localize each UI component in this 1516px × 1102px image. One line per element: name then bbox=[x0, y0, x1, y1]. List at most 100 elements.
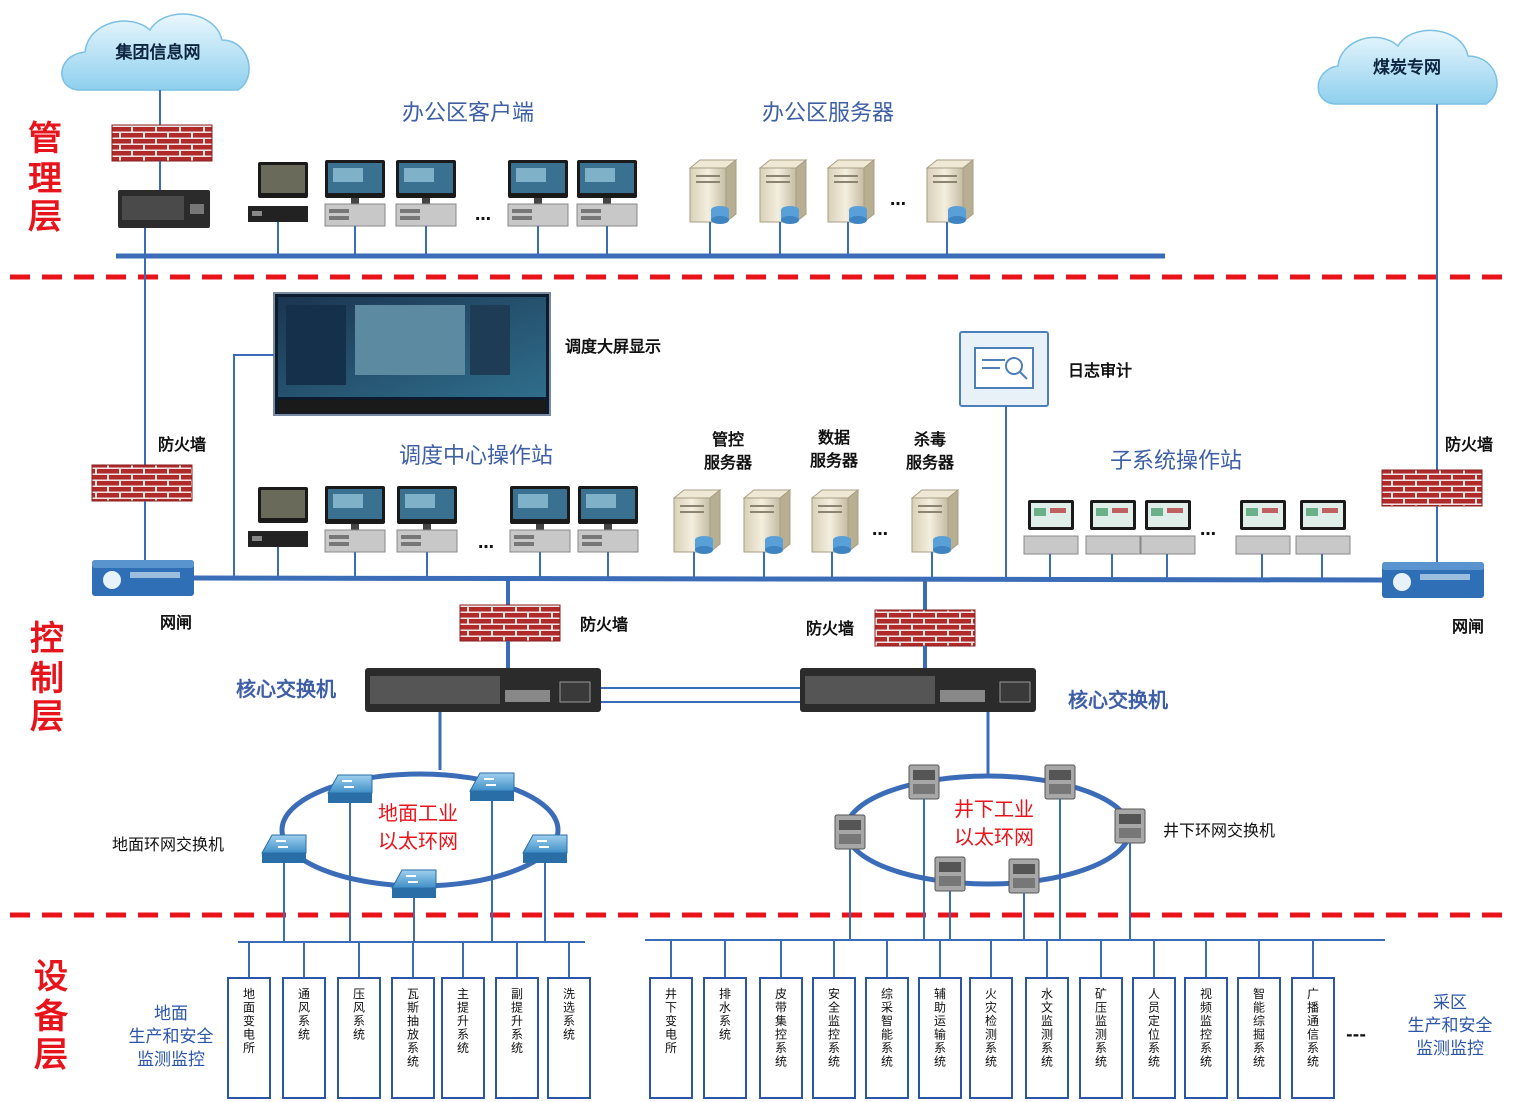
dispatch-station-group bbox=[248, 486, 639, 580]
gateway-label-left: 网闸 bbox=[160, 613, 192, 632]
ring-switch-icon bbox=[522, 834, 568, 863]
office-server-tower bbox=[758, 158, 808, 256]
system-name-char: 位 bbox=[1148, 1027, 1160, 1042]
system-name-char: 变 bbox=[243, 1013, 255, 1028]
system-name-char: 统 bbox=[1307, 1055, 1319, 1069]
system-name-char: 控 bbox=[775, 1028, 787, 1042]
system-name-char: 系 bbox=[775, 1041, 787, 1055]
dispatch-workstation bbox=[324, 486, 386, 580]
system-name-char: 升 bbox=[457, 1014, 469, 1028]
cloud-group-network: 集团信息网 bbox=[61, 13, 250, 91]
system-name-char: 采 bbox=[881, 1001, 893, 1015]
system-name-char: 统 bbox=[353, 1028, 365, 1042]
office-server-tower bbox=[688, 158, 738, 256]
system-name-char: 系 bbox=[457, 1028, 469, 1042]
system-name-char: 矿 bbox=[1095, 987, 1107, 1001]
dispatch-workstation bbox=[509, 486, 571, 580]
firewall-label-right: 防火墙 bbox=[1445, 435, 1493, 454]
system-name-char: 升 bbox=[511, 1014, 523, 1028]
system-name-char: 测 bbox=[1041, 1028, 1053, 1042]
system-name-char: 统 bbox=[298, 1028, 310, 1042]
router-icon bbox=[118, 190, 210, 228]
log-audit-icon bbox=[959, 331, 1049, 407]
system-name-char: 系 bbox=[407, 1041, 419, 1055]
system-name-char: 系 bbox=[298, 1014, 310, 1028]
dispatch-workstation bbox=[396, 486, 458, 580]
layer-char: 控 bbox=[30, 619, 64, 659]
system-name-char: 所 bbox=[665, 1041, 677, 1055]
gateway-label-right: 网闸 bbox=[1452, 617, 1484, 636]
control-server-tower bbox=[672, 488, 722, 580]
server-label: 杀毒 bbox=[914, 430, 946, 449]
system-name-char: 智 bbox=[881, 1013, 893, 1028]
system-name-char: 全 bbox=[828, 1000, 840, 1015]
system-name-char: 地 bbox=[243, 987, 255, 1001]
surface-monitoring-line: 监测监控 bbox=[137, 1050, 205, 1070]
system-name-char: 灾 bbox=[985, 1000, 997, 1015]
ring-switch-icon bbox=[908, 764, 940, 800]
layer-char: 制 bbox=[30, 659, 64, 699]
control-bus bbox=[193, 575, 1383, 583]
system-name-char: 面 bbox=[243, 1001, 255, 1015]
system-name-char: 广 bbox=[1307, 987, 1319, 1001]
system-name-char: 统 bbox=[457, 1041, 469, 1055]
layer-char: 层 bbox=[34, 1035, 68, 1075]
system-name-char: 提 bbox=[457, 1000, 469, 1015]
underground-ring-label: 井下工业 bbox=[954, 797, 1034, 821]
layer-char: 理 bbox=[28, 159, 62, 199]
office-clients-title: 办公区客户端 bbox=[402, 101, 534, 126]
system-name-char: 智 bbox=[1253, 986, 1265, 1001]
cloud-coal-network: 煤炭专网 bbox=[1317, 29, 1498, 105]
ellipsis-text: … bbox=[475, 205, 491, 224]
system-name-char: 系 bbox=[1095, 1041, 1107, 1055]
system-name-char: 带 bbox=[775, 1001, 787, 1015]
ellipsis-text: … bbox=[890, 190, 906, 209]
mine-monitoring-line: 监测监控 bbox=[1416, 1039, 1484, 1059]
server-label: 服务器 bbox=[810, 451, 859, 470]
firewall-icon bbox=[1381, 469, 1483, 507]
system-name-char: 电 bbox=[243, 1028, 255, 1042]
system-name-char: 能 bbox=[881, 1028, 893, 1042]
system-name-char: 能 bbox=[1253, 1001, 1265, 1015]
gateway-icon-left bbox=[92, 560, 194, 596]
ring-switch-icon bbox=[1114, 808, 1146, 844]
ring-switch-icon bbox=[327, 774, 373, 803]
firewall-icon bbox=[111, 124, 213, 162]
layer-char: 层 bbox=[28, 197, 62, 237]
firewall-icon bbox=[459, 604, 561, 642]
system-name-char: 控 bbox=[1200, 1028, 1212, 1042]
layer-label-control: 控 制 层 bbox=[30, 619, 64, 737]
system-name-char: 人 bbox=[1148, 987, 1160, 1001]
system-name-char: 排 bbox=[719, 987, 731, 1001]
system-name-char: 监 bbox=[1200, 1014, 1212, 1028]
surface-monitoring-line: 地面 bbox=[154, 1004, 188, 1024]
more-systems-dashes: --- bbox=[1346, 1025, 1366, 1044]
ring-switch-icon bbox=[1008, 858, 1040, 894]
office-client-workstation bbox=[248, 162, 308, 256]
firewall-label-left: 防火墙 bbox=[158, 435, 206, 454]
system-name-char: 集 bbox=[775, 1013, 787, 1028]
system-name-char: 风 bbox=[353, 1001, 365, 1015]
system-name-char: 斯 bbox=[407, 1001, 419, 1015]
system-name-char: 定 bbox=[1148, 1013, 1160, 1028]
core-switch-left bbox=[365, 668, 601, 712]
system-name-char: 系 bbox=[1148, 1041, 1160, 1055]
system-name-char: 辅 bbox=[934, 987, 946, 1001]
subsystem-workstation bbox=[1085, 500, 1141, 580]
system-name-char: 选 bbox=[563, 1001, 575, 1015]
system-name-char: 系 bbox=[1307, 1041, 1319, 1055]
surface-monitoring-line: 生产和安全 bbox=[129, 1027, 214, 1047]
system-name-char: 系 bbox=[719, 1014, 731, 1028]
layer-char: 管 bbox=[28, 119, 62, 159]
layer-char: 备 bbox=[34, 997, 69, 1037]
subsystem-stations-title: 子系统操作站 bbox=[1110, 449, 1242, 474]
ellipsis-text: … bbox=[872, 520, 888, 539]
layer-char: 层 bbox=[30, 697, 64, 737]
cloud-label-group-network: 集团信息网 bbox=[115, 42, 201, 63]
system-name-char: 监 bbox=[1041, 1014, 1053, 1028]
